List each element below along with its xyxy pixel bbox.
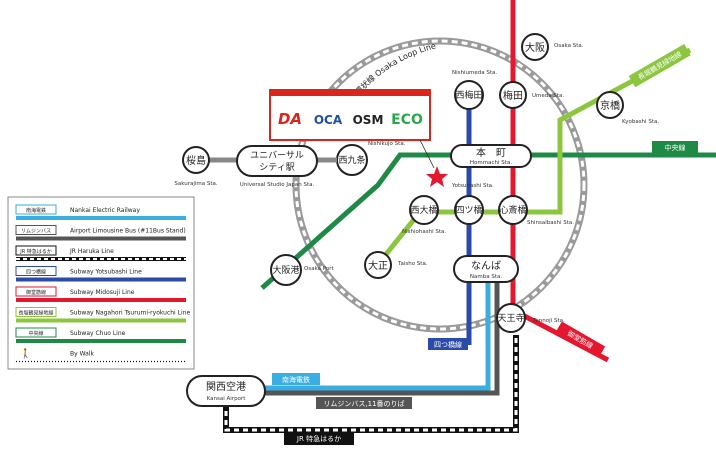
svg-text:西九条: 西九条 [338, 154, 365, 166]
svg-text:Namba Sta.: Namba Sta. [470, 274, 502, 280]
svg-text:Osaka Port: Osaka Port [304, 266, 335, 272]
logo-oca: OCA [314, 113, 343, 127]
svg-text:長堀鶴見緑地線: 長堀鶴見緑地線 [636, 49, 683, 81]
svg-text:西大橋: 西大橋 [410, 204, 437, 216]
midosuji-line-tag: 御堂筋線 [555, 321, 606, 358]
legend-item: 長堀鶴見緑地線 Subway Nagahori Tsurumi-ryokuchi … [15, 307, 190, 323]
legend-item: 南海電鉄 Nankai Electric Railway [15, 204, 186, 220]
logo-da: DA [278, 110, 302, 128]
svg-text:心斎橋: 心斎橋 [499, 204, 526, 216]
limousine-line-tag: リムジンバス,11番のりば [316, 397, 412, 409]
svg-text:Kansai Airport: Kansai Airport [207, 396, 247, 402]
svg-text:Kyobashi Sta.: Kyobashi Sta. [622, 119, 659, 125]
station-nishiohashi: 西大橋 Nishiohashi Sta. [402, 195, 446, 235]
haruka-line [223, 335, 519, 433]
svg-text:Yotsubashi Sta.: Yotsubashi Sta. [451, 183, 494, 189]
station-umeda: 梅田 Umeda Sta. [499, 81, 564, 109]
legend-tag: 南海電鉄 [26, 207, 46, 214]
svg-text:Shinsaibashi Sta.: Shinsaibashi Sta. [527, 220, 574, 226]
station-tennoji: 天王寺 Tennoji Sta. [496, 303, 565, 333]
svg-text:ユニバーサル: ユニバーサル [250, 150, 304, 161]
svg-text:Universal Studio Japan Sta.: Universal Studio Japan Sta. [240, 182, 315, 188]
logo-eco: ECO [391, 112, 423, 128]
svg-text:四ツ橋: 四ツ橋 [455, 204, 482, 216]
nankai-line-tag: 南海電鉄 [272, 373, 320, 385]
svg-text:梅田: 梅田 [503, 89, 523, 102]
nagahori-line-tag: 長堀鶴見緑地線 [628, 43, 691, 88]
legend-label: JR Haruka Line [69, 248, 114, 255]
legend-label: Subway Chuo Line [70, 330, 126, 337]
svg-text:大正: 大正 [368, 259, 388, 272]
svg-text:なんば: なんば [471, 260, 501, 272]
legend-tag: 中央線 [28, 330, 43, 337]
svg-text:四つ橋線: 四つ橋線 [434, 340, 462, 349]
svg-text:中央線: 中央線 [665, 143, 686, 152]
legend: 南海電鉄 Nankai Electric Railway リムジンバス Airport… [7, 196, 195, 370]
destination-star-icon [426, 166, 448, 187]
station-kansai-airport: 関西空港 Kansai Airport [186, 375, 266, 407]
svg-text:JR 特急はるか: JR 特急はるか [296, 434, 341, 443]
svg-text:Osaka Sta.: Osaka Sta. [554, 43, 584, 49]
svg-text:本 町: 本 町 [476, 146, 506, 159]
svg-text:Nishiohashi Sta.: Nishiohashi Sta. [402, 229, 446, 235]
station-namba: なんば Namba Sta. [453, 255, 519, 283]
legend-label: Subway Nagahori Tsurumi-ryokuchi Line [70, 310, 190, 317]
station-yotsubashi: 四ツ橋 [454, 195, 484, 225]
station-nishikujo: 西九条 Nishikujo Sta. [336, 141, 406, 176]
legend-tag: 御堂筋線 [26, 289, 46, 296]
svg-text:関西空港: 関西空港 [206, 380, 246, 393]
station-hommachi: 本 町 Hommachi Sta. Yotsubashi Sta. [450, 144, 532, 189]
station-taisho: 大正 Taisho Sta. [364, 251, 428, 279]
legend-label: Nankai Electric Railway [70, 207, 140, 214]
legend-item: JR 特急はるか JR Haruka Line [15, 245, 186, 261]
svg-text:Umeda Sta.: Umeda Sta. [532, 93, 564, 99]
station-shinsaibashi: 心斎橋 Shinsaibashi Sta. [498, 195, 574, 226]
legend-tag: JR 特急はるか [19, 248, 52, 255]
svg-text:シティ駅: シティ駅 [259, 162, 294, 173]
station-osakako: 大阪港 Osaka Port [270, 254, 335, 286]
logo-box: DA OCA OSM ECO [269, 89, 431, 141]
station-kyobashi: 京橋 Kyobashi Sta. [596, 91, 659, 125]
svg-text:Nishiumeda Sta.: Nishiumeda Sta. [452, 70, 497, 76]
station-nishiumeda: 西梅田 Nishiumeda Sta. [452, 70, 497, 110]
legend-item: 中央線 Subway Chuo Line [15, 327, 186, 343]
svg-text:Nishikujo Sta.: Nishikujo Sta. [368, 141, 406, 147]
legend-label: Subway Yotsubashi Line [70, 269, 142, 276]
svg-text:大阪港: 大阪港 [272, 264, 299, 276]
svg-text:桜島: 桜島 [186, 154, 206, 167]
legend-item: 四つ橋線 Subway Yotsubashi Line [15, 266, 186, 282]
nankai-line [250, 278, 491, 391]
svg-text:大阪: 大阪 [525, 41, 545, 54]
legend-item: 御堂筋線 Subway Midosuji Line [15, 286, 186, 302]
legend-label: Airport Limousine Bus (#11Bus Stand) [70, 228, 186, 235]
svg-text:西梅田: 西梅田 [455, 89, 482, 101]
legend-label: By Walk [70, 351, 94, 358]
svg-text:Taisho Sta.: Taisho Sta. [397, 261, 428, 267]
svg-text:Tennoji Sta.: Tennoji Sta. [532, 318, 565, 324]
svg-text:京橋: 京橋 [600, 99, 620, 112]
haruka-line-tag: JR 特急はるか [284, 432, 354, 445]
station-usj: ユニバーサル シティ駅 Universal Studio Japan Sta. [236, 145, 318, 188]
logo-osm: OSM [353, 113, 384, 127]
legend-item: リムジンバス Airport Limousine Bus (#11Bus Stan… [15, 225, 186, 241]
legend-label: Subway Midosuji Line [70, 289, 135, 296]
station-sakurajima: 桜島 Sakurajima Sta. [174, 146, 218, 187]
svg-text:南海電鉄: 南海電鉄 [282, 375, 310, 384]
svg-text:Sakurajima Sta.: Sakurajima Sta. [174, 181, 218, 187]
svg-text:天王寺: 天王寺 [497, 313, 524, 324]
legend-tag: リムジンバス [21, 229, 51, 235]
legend-tag: 四つ橋線 [26, 269, 46, 276]
svg-text:Hommachi Sta.: Hommachi Sta. [470, 160, 512, 166]
station-osaka: 大阪 Osaka Sta. [521, 33, 584, 61]
walk-icon: 🚶 [20, 348, 31, 360]
legend-item: 🚶 By Walk [16, 348, 186, 363]
yotsubashi-line-tag: 四つ橋線 [428, 338, 468, 350]
svg-text:リムジンバス,11番のりば: リムジンバス,11番のりば [323, 399, 404, 408]
chuo-line-tag: 中央線 [652, 141, 698, 154]
legend-tag: 長堀鶴見緑地線 [18, 310, 53, 317]
